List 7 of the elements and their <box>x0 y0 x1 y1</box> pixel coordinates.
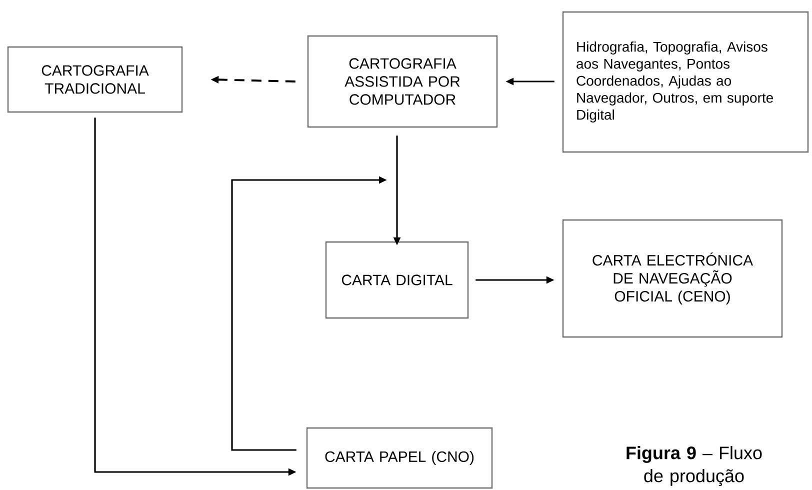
process-box: Hidrografia, Topografia, Avisos aos Navegantes, Pontos Coordenados, Ajudas ao Navegador, Outros, em suporte Digital <box>562 11 809 153</box>
process-box: CARTOGRAFIA TRADICIONAL <box>7 46 183 113</box>
process-box: CARTA ELECTRÓNICA DE NAVEGAÇÃO OFICIAL (CENO) <box>562 219 783 338</box>
process-box: CARTOGRAFIA ASSISTIDA POR COMPUTADOR <box>307 35 498 128</box>
process-box: CARTA PAPEL (CNO) <box>306 427 493 489</box>
caption: Figura 9 – Fluxo de produção <box>626 446 762 486</box>
process-box: CARTA DIGITAL <box>325 241 469 319</box>
